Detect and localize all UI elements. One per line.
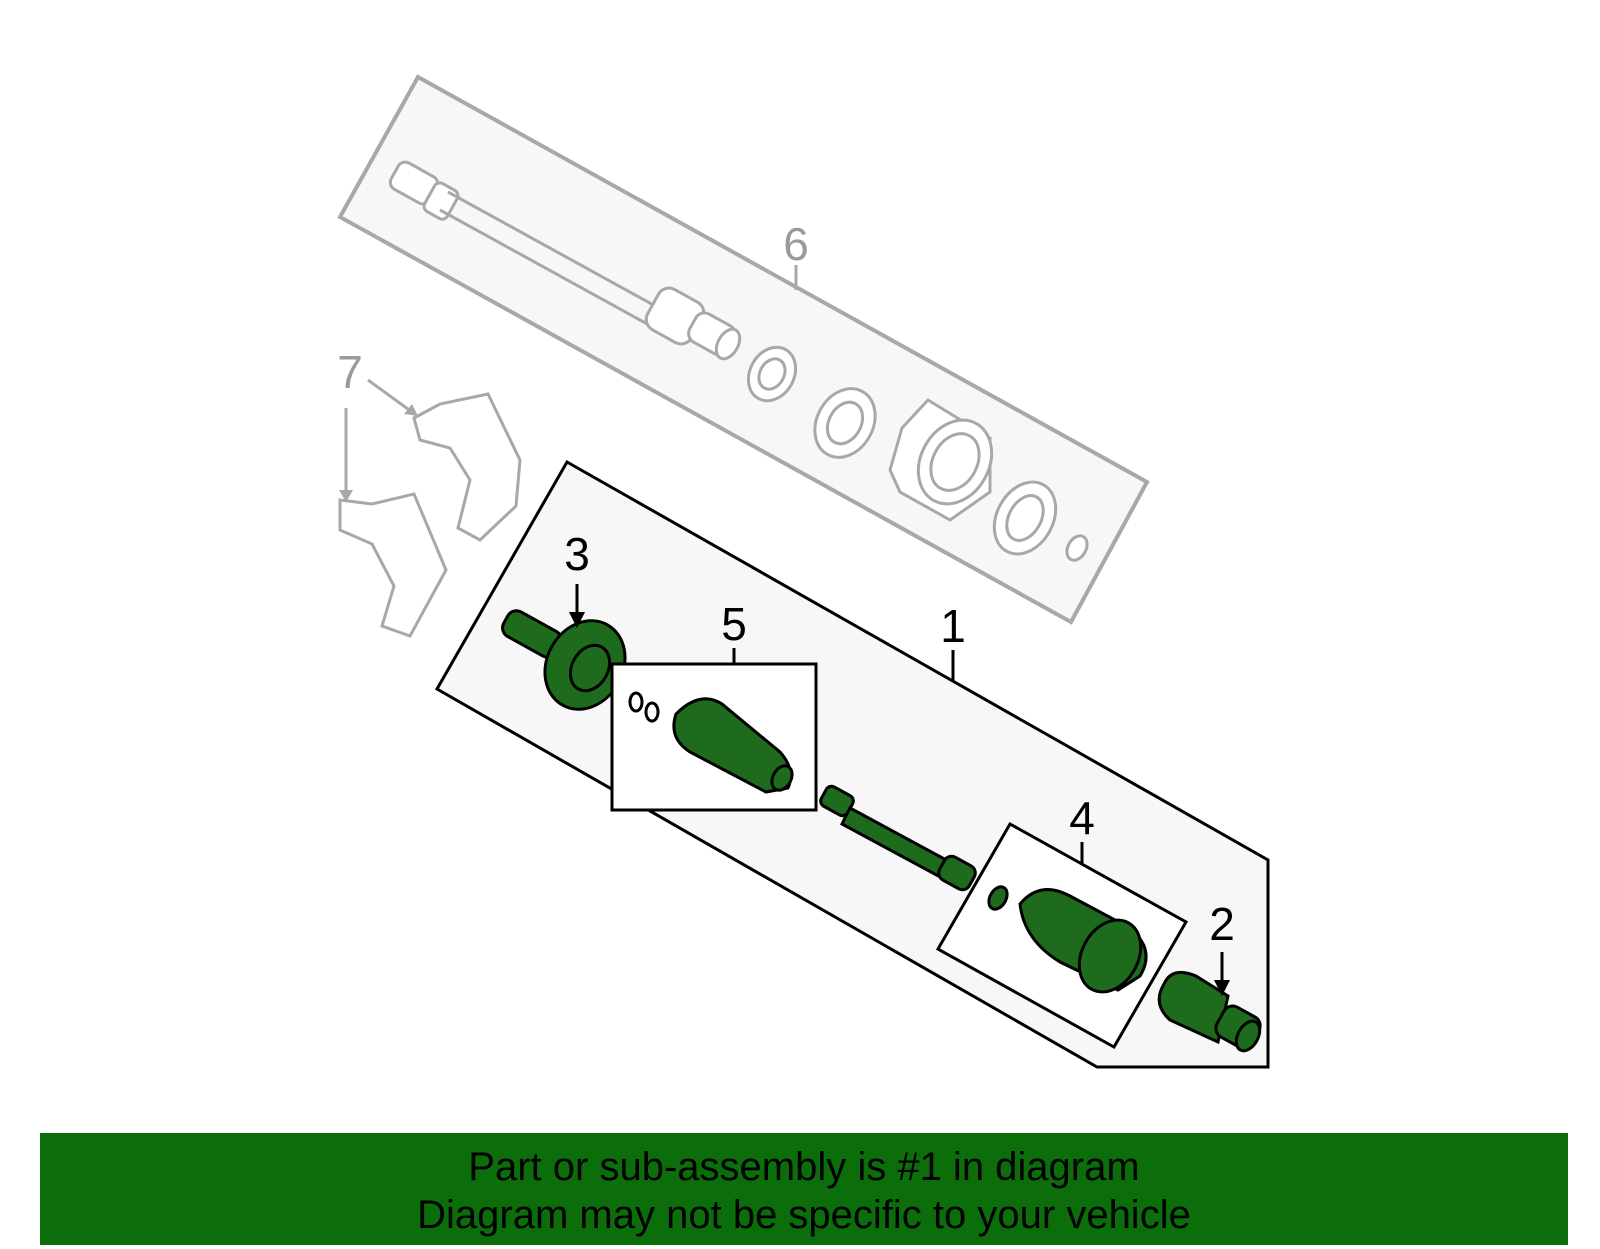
part-1-axle-assembly-group: 1 3 5 4 bbox=[434, 459, 1270, 1069]
callout-6: 6 bbox=[783, 218, 809, 270]
callout-3-arrow bbox=[569, 612, 585, 628]
upper-bracket bbox=[412, 392, 522, 542]
callout-5: 5 bbox=[721, 598, 747, 650]
callout-3: 3 bbox=[564, 528, 590, 580]
part-7-bracket-group: 7 bbox=[337, 346, 522, 638]
shaft-bearing-parts bbox=[746, 345, 1089, 562]
callout-2-arrow bbox=[1214, 980, 1230, 996]
part-4-outer-boot bbox=[987, 885, 1148, 994]
banner-line-1: Part or sub-assembly is #1 in diagram bbox=[468, 1145, 1140, 1189]
axle-shaft bbox=[819, 784, 977, 892]
banner-line-2: Diagram may not be specific to your vehi… bbox=[417, 1193, 1191, 1237]
part-6-intermediate-shaft-group: 6 bbox=[337, 74, 1150, 625]
callout-4: 4 bbox=[1069, 792, 1095, 844]
callout-2: 2 bbox=[1209, 898, 1235, 950]
callout-7-leader-a bbox=[367, 378, 413, 414]
callout-1: 1 bbox=[940, 600, 966, 652]
callout-7: 7 bbox=[337, 346, 363, 398]
part-5-inner-boot bbox=[628, 691, 794, 794]
intermediate-shaft bbox=[388, 160, 742, 361]
callout-7-arrow-a bbox=[404, 404, 418, 416]
part-2-outer-cv-joint bbox=[1157, 970, 1262, 1053]
callout-7-arrow-b bbox=[339, 490, 353, 502]
lower-bracket bbox=[338, 492, 448, 638]
info-banner: Part or sub-assembly is #1 in diagram Di… bbox=[40, 1133, 1568, 1245]
